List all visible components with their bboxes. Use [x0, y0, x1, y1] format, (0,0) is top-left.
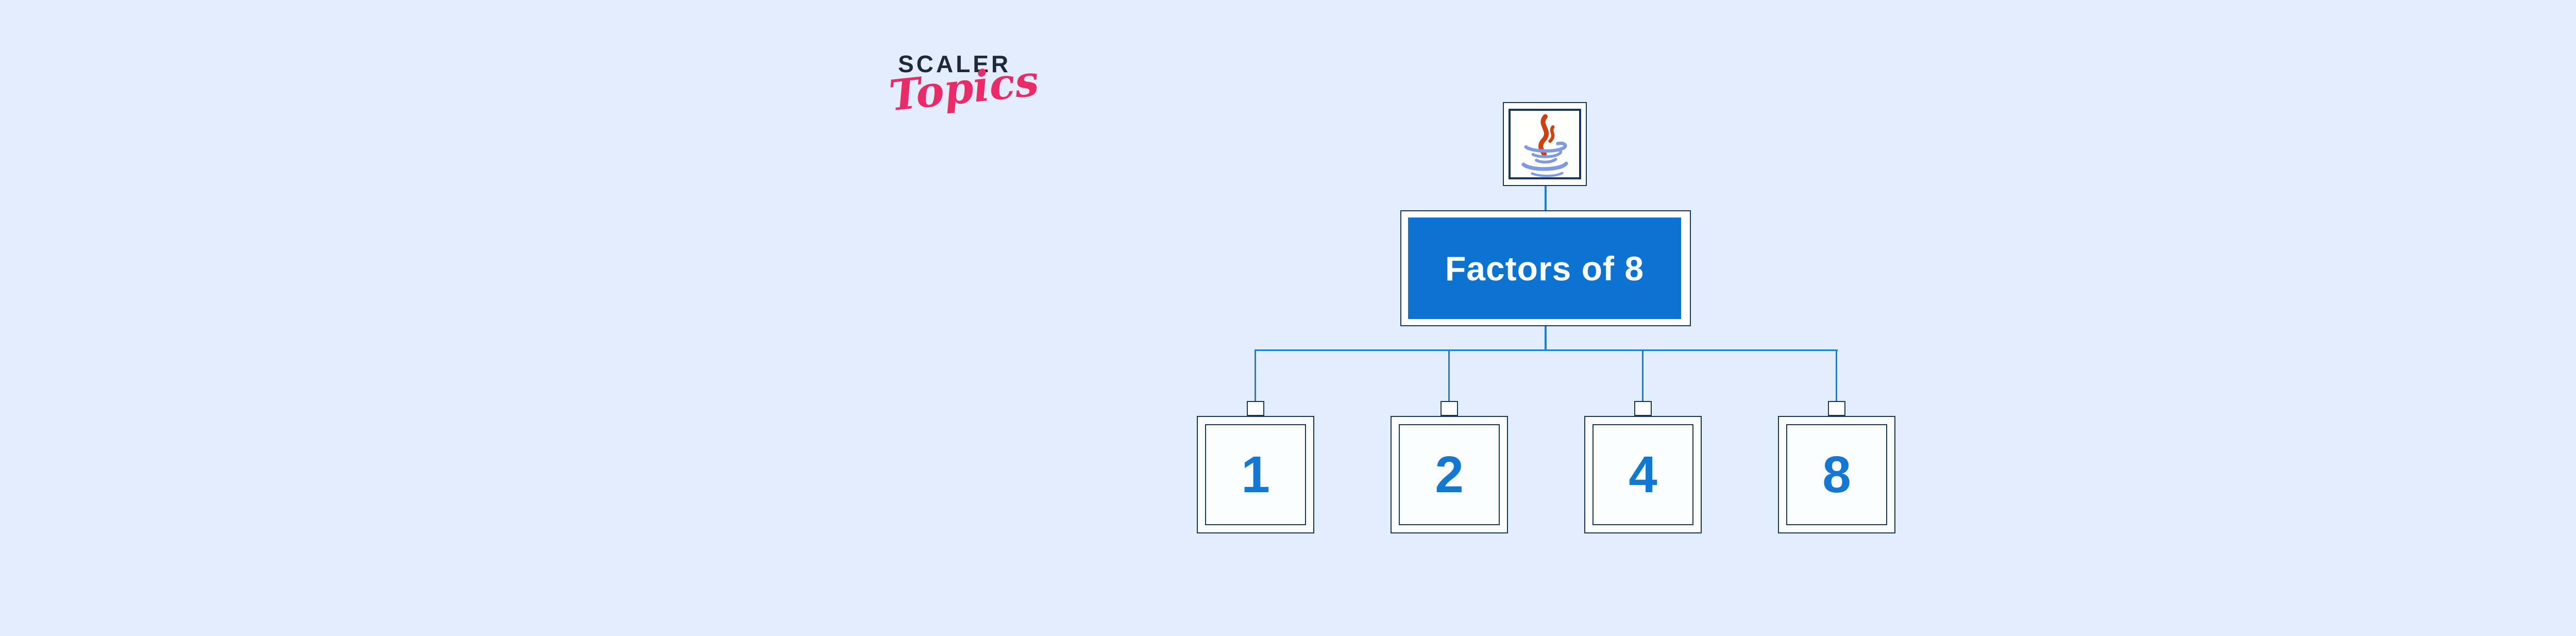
- connector-drop-3: [1642, 350, 1643, 401]
- child-node-3-label: 4: [1629, 446, 1657, 504]
- child-node-1-label: 1: [1241, 446, 1270, 504]
- child-node-4-inner: 8: [1786, 424, 1887, 525]
- root-node-label: Factors of 8: [1445, 249, 1645, 288]
- connector-java-to-root: [1545, 186, 1547, 210]
- child-stub-1: [1247, 401, 1264, 416]
- root-node-box: Factors of 8: [1400, 210, 1691, 326]
- connector-drop-1: [1255, 350, 1256, 401]
- child-node-2-inner: 2: [1399, 424, 1500, 525]
- java-node-inner-box: [1509, 109, 1581, 179]
- connector-drop-2: [1448, 350, 1450, 401]
- child-node-2: 2: [1391, 416, 1508, 533]
- java-node-box: [1503, 102, 1587, 186]
- java-logo-icon: [1521, 114, 1568, 177]
- child-node-3-inner: 4: [1592, 424, 1693, 525]
- child-node-3: 4: [1584, 416, 1702, 533]
- child-stub-4: [1828, 401, 1845, 416]
- child-node-1-inner: 1: [1205, 424, 1306, 525]
- root-node-fill: Factors of 8: [1408, 217, 1681, 319]
- child-node-2-label: 2: [1435, 446, 1464, 504]
- connector-drop-4: [1836, 350, 1837, 401]
- child-stub-3: [1634, 401, 1652, 416]
- child-node-4-label: 8: [1822, 446, 1851, 504]
- connector-root-to-bus: [1545, 326, 1547, 350]
- logo-brand-text: SCALER: [898, 51, 1011, 77]
- child-node-4: 8: [1778, 416, 1895, 533]
- connector-bus-line: [1255, 349, 1838, 351]
- child-stub-2: [1440, 401, 1458, 416]
- child-node-1: 1: [1197, 416, 1314, 533]
